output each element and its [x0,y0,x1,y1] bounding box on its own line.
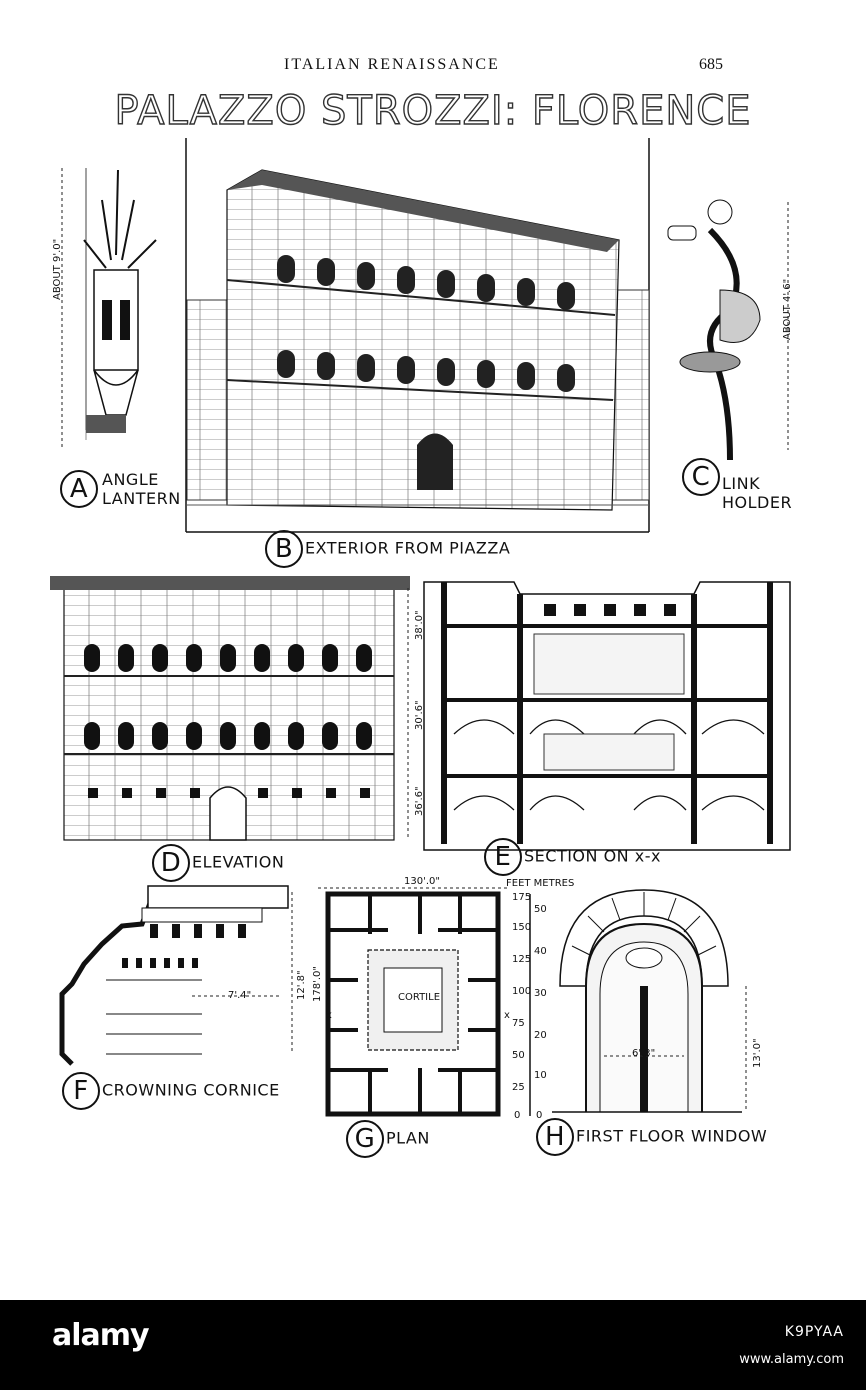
letter-a: A [60,470,98,508]
letter-c: C [682,458,720,496]
link-holder-drawing [667,199,789,461]
letter-g: G [346,1120,384,1158]
scale-feet-50: 50 [512,1050,525,1061]
plan-drawing [318,887,508,1117]
first-floor-window-drawing [552,889,747,1113]
scale-feet-25: 25 [512,1082,525,1093]
caption-d-text: ELEVATION [192,852,285,872]
scale-metres-30: 30 [534,988,547,999]
stock-footer: alamy K9PYAA www.alamy.com [0,1300,866,1390]
scale-feet-150: 150 [512,922,532,933]
scale-metres-10: 10 [534,1070,547,1081]
exterior-drawing [186,169,650,511]
caption-h-text: FIRST FLOOR WINDOW [576,1126,768,1146]
plan-section-mark-left: x [326,1010,332,1021]
cornice-height-dim: 12'.8" [296,970,307,1000]
window-width-dim: 6'.3" [632,1048,656,1059]
link-holder-dimension: ABOUT 4'.6" [782,278,793,340]
caption-a: A [60,470,100,508]
scale-feet-75: 75 [512,1018,525,1029]
letter-b: B [265,530,303,568]
plan-width-dim: 130'.0" [404,876,440,887]
scale-metres-50: 50 [534,904,547,915]
scale-label: FEET METRES [506,878,575,889]
scale-metres-40: 40 [534,946,547,957]
window-height-dim: 13'.0" [752,1038,763,1068]
elevation-drawing [50,576,410,841]
caption-g-text: PLAN [386,1128,430,1148]
caption-c-line1: LINK [722,474,761,493]
scale-feet-175: 175 [512,892,532,903]
site-url: www.alamy.com [739,1352,844,1367]
plan-depth-dim: 178'.0" [312,966,323,1002]
letter-h: H [536,1118,574,1156]
caption-c-text: LINK HOLDER [722,474,792,512]
caption-e-text: SECTION ON x-x [524,846,661,866]
page-number: 685 [699,56,723,73]
caption-c-line2: HOLDER [722,493,793,512]
caption-c: C [682,458,722,496]
image-id: K9PYAA [784,1324,844,1340]
running-head: ITALIAN RENAISSANCE [284,56,500,73]
scale-feet-100: 100 [512,986,532,997]
caption-a-line1: ANGLE [102,470,159,489]
scale-feet-0: 0 [514,1110,521,1121]
scale-metres-20: 20 [534,1030,547,1041]
caption-f-text: CROWNING CORNICE [102,1080,280,1100]
caption-b-text: EXTERIOR FROM PIAZZA [305,538,511,558]
letter-d: D [152,844,190,882]
letter-f: F [62,1072,100,1110]
letter-e: E [484,838,522,876]
angle-lantern-drawing [61,168,157,450]
alamy-logo: alamy [52,1318,150,1353]
page-title: PALAZZO STROZZI: FLORENCE [114,87,752,134]
caption-a-text: ANGLE LANTERN [102,470,181,508]
scale-bar [529,894,531,1116]
section-drawing [423,581,791,851]
cornice-projection-dim: 7'.4" [228,990,252,1001]
plan-cortile-label: CORTILE [398,992,441,1003]
crowning-cornice-drawing [59,885,293,1066]
caption-a-line2: LANTERN [102,489,181,508]
angle-lantern-dimension: ABOUT 9'.0" [52,238,63,300]
scale-metres-0: 0 [536,1110,543,1121]
plan-section-mark-right: x [504,1010,510,1021]
scale-feet-125: 125 [512,954,532,965]
